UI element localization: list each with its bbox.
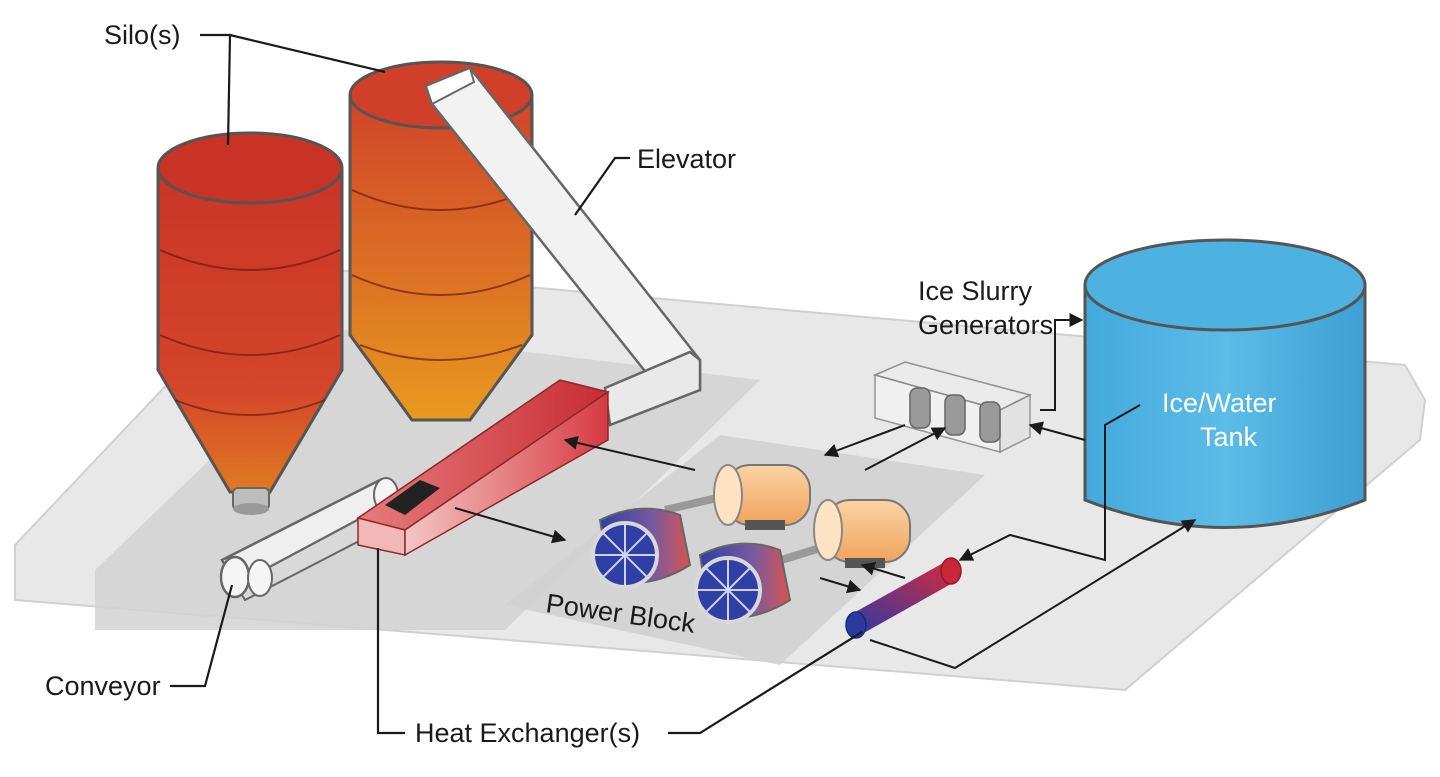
label-ice-slurry-line2: Generators	[918, 310, 1053, 340]
leader-lines	[170, 33, 863, 735]
label-tank-line1: Ice/Water	[1162, 388, 1277, 418]
label-elevator: Elevator	[637, 144, 736, 174]
label-heat-exchangers: Heat Exchanger(s)	[415, 718, 640, 748]
flow-arrows	[454, 313, 1197, 670]
label-ice-slurry-line1: Ice Slurry	[918, 276, 1033, 306]
elevator	[424, 66, 702, 427]
label-conveyor: Conveyor	[45, 671, 161, 701]
heat-exchanger-bar	[356, 379, 610, 557]
ice-slurry-generators	[872, 361, 1033, 454]
label-silos: Silo(s)	[104, 20, 181, 50]
silo-left	[156, 131, 344, 515]
ice-water-tank	[1083, 238, 1367, 529]
label-tank-line2: Tank	[1200, 422, 1258, 452]
turbine-generator-1	[591, 464, 811, 589]
turbine-generator-2	[694, 499, 911, 624]
